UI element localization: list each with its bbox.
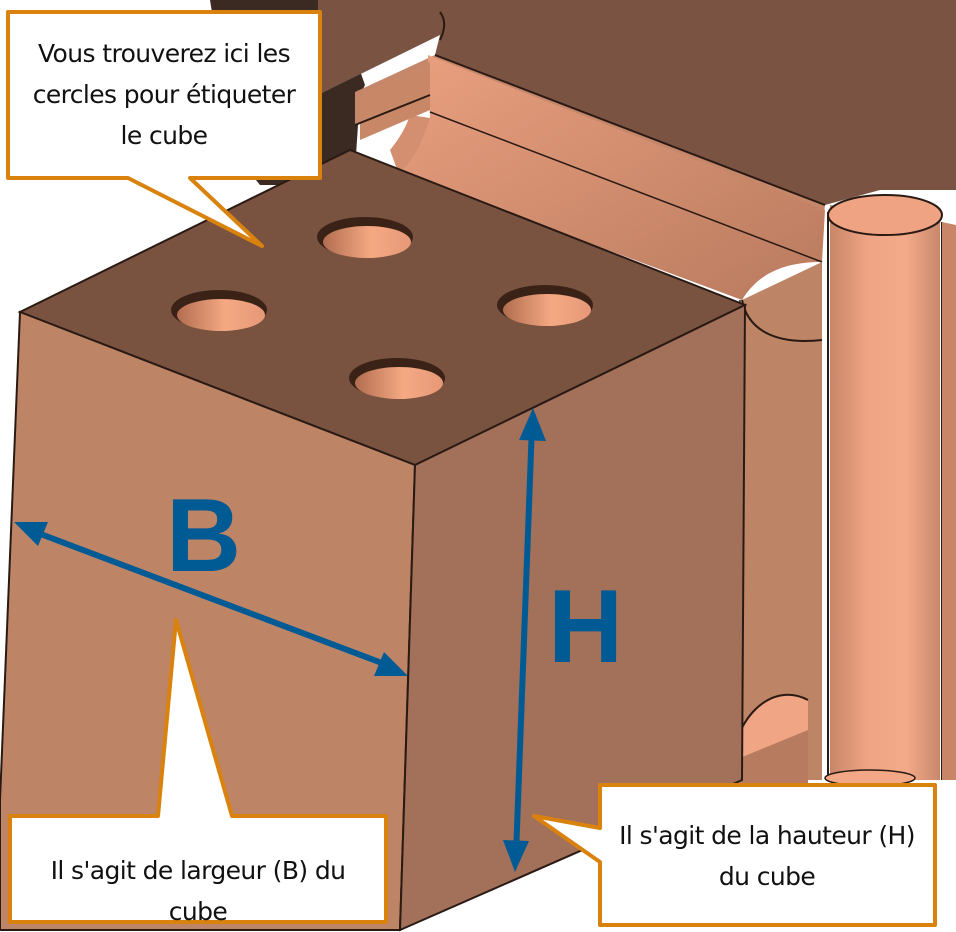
height-letter-label: H <box>548 569 624 685</box>
callout-width-text: Il s'agit de largeur (B) du cube <box>50 856 346 926</box>
callout-height-box <box>532 783 937 927</box>
callout-height-text: Il s'agit de la hauteur (H) du cube <box>619 821 915 891</box>
callout-width-box <box>8 618 388 924</box>
right-body <box>729 262 823 790</box>
width-letter-label: B <box>166 478 242 594</box>
right-rod <box>824 194 956 787</box>
callout-circles-text: Vous trouverez ici les cercles pour étiq… <box>32 39 296 150</box>
cube-right-face <box>398 303 747 932</box>
height-dimension-arrow <box>503 408 546 872</box>
hole-right <box>497 285 593 326</box>
hole-top <box>317 217 413 258</box>
callout-circles-box <box>6 10 322 248</box>
width-dimension-arrow <box>14 522 408 676</box>
hole-left <box>171 290 267 331</box>
cube <box>0 148 748 932</box>
back-slab <box>318 0 956 300</box>
label-circle-holes <box>171 217 593 399</box>
cube-front-face <box>0 310 417 931</box>
hole-bottom <box>349 358 445 399</box>
